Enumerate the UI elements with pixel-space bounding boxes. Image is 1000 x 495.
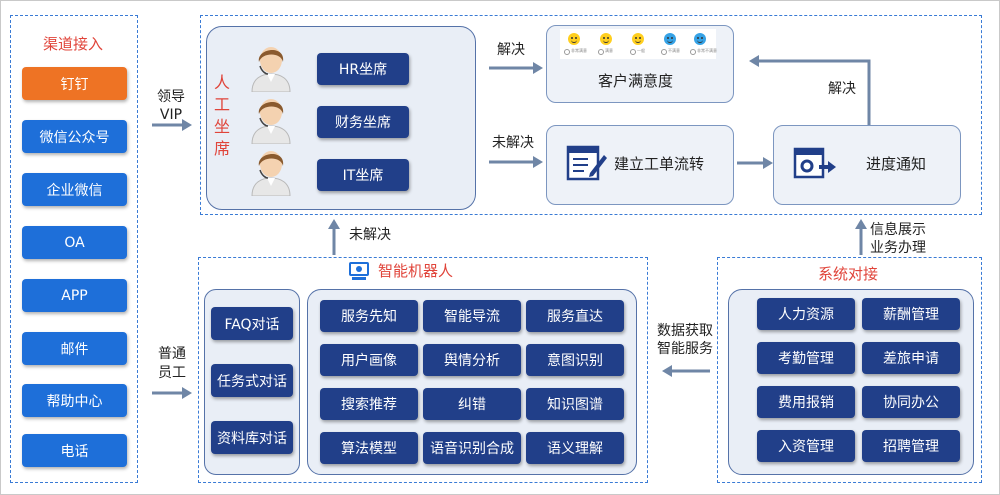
system-button[interactable]: 差旅申请 <box>862 342 960 374</box>
settings-arrow-icon <box>793 147 836 179</box>
capability-button[interactable]: 知识图谱 <box>526 388 624 420</box>
resolved-label: 解决 <box>497 42 525 58</box>
channel-help-center[interactable]: 帮助中心 <box>22 384 127 417</box>
seat-it-button[interactable]: IT坐席 <box>317 159 409 191</box>
kb-dialog-button[interactable]: 资料库对话 <box>211 421 293 454</box>
smiley-face-icon <box>568 33 580 45</box>
capability-button[interactable]: 语义理解 <box>526 432 624 464</box>
arrow-unresolved-up <box>328 219 340 255</box>
rating-radio[interactable] <box>598 49 604 55</box>
system-button[interactable]: 考勤管理 <box>757 342 855 374</box>
capability-button[interactable]: 语音识别合成 <box>423 432 521 464</box>
channel-email[interactable]: 邮件 <box>22 332 127 365</box>
human-agents-title: 人工坐席 <box>214 73 231 158</box>
agent-avatar-icon <box>251 151 291 196</box>
robot-panel <box>198 257 648 483</box>
channel-dingtalk[interactable]: 钉钉 <box>22 67 127 100</box>
task-dialog-button[interactable]: 任务式对话 <box>211 364 293 397</box>
system-button[interactable]: 协同办公 <box>862 386 960 418</box>
arrow-unresolved <box>489 156 543 168</box>
capability-button[interactable]: 意图识别 <box>526 344 624 376</box>
channels-title: 渠道接入 <box>43 35 104 53</box>
work-order-title: 建立工单流转 <box>614 155 705 173</box>
smiley-face-icon <box>600 33 612 45</box>
agent-avatar-icon <box>251 47 291 92</box>
faq-dialog-button[interactable]: FAQ对话 <box>211 307 293 340</box>
progress-title: 进度通知 <box>866 155 927 173</box>
system-button[interactable]: 入资管理 <box>757 430 855 462</box>
arrow-resolved <box>489 62 543 74</box>
face-caption: 非常满意 <box>571 48 587 53</box>
capability-button[interactable]: 算法模型 <box>320 432 418 464</box>
ordinary-staff-label: 普通员工 <box>158 346 186 381</box>
channel-app[interactable]: APP <box>22 279 127 312</box>
channel-phone[interactable]: 电话 <box>22 434 127 467</box>
capability-button[interactable]: 智能导流 <box>423 300 521 332</box>
face-caption: 非常不满意 <box>697 48 717 53</box>
face-caption: 满意 <box>605 48 613 53</box>
resolved-back-label: 解决 <box>828 81 856 97</box>
unhappy-face-icon <box>694 33 706 45</box>
seat-finance-button[interactable]: 财务坐席 <box>317 106 409 138</box>
capability-button[interactable]: 服务直达 <box>526 300 624 332</box>
capability-button[interactable]: 用户画像 <box>320 344 418 376</box>
arrow-data-fetch <box>662 365 710 377</box>
form-edit-icon <box>566 145 607 181</box>
smart-service-label: 智能服务 <box>657 341 713 357</box>
service-panel <box>200 15 982 215</box>
seat-hr-button[interactable]: HR坐席 <box>317 53 409 85</box>
capability-button[interactable]: 纠错 <box>423 388 521 420</box>
leader-vip-label: 领导VIP <box>157 89 185 123</box>
face-caption: 一般 <box>637 48 645 53</box>
channel-wecom[interactable]: 企业微信 <box>22 173 127 206</box>
capability-button[interactable]: 服务先知 <box>320 300 418 332</box>
capability-button[interactable]: 搜索推荐 <box>320 388 418 420</box>
face-caption: 不满意 <box>668 48 680 53</box>
arrow-resolved-back <box>749 55 871 125</box>
systems-title: 系统对接 <box>818 265 879 283</box>
system-button[interactable]: 薪酬管理 <box>862 298 960 330</box>
system-button[interactable]: 费用报销 <box>757 386 855 418</box>
rating-radio[interactable] <box>661 49 667 55</box>
systems-panel <box>717 257 982 483</box>
channel-oa[interactable]: OA <box>22 226 127 259</box>
robot-title: 智能机器人 <box>378 262 454 280</box>
robot-icon <box>349 262 369 280</box>
satisfaction-title: 客户满意度 <box>598 72 674 90</box>
info-display-label: 信息展示 <box>870 222 926 238</box>
arrow-to-progress <box>737 157 773 169</box>
system-button[interactable]: 人力资源 <box>757 298 855 330</box>
channel-wechat-official[interactable]: 微信公众号 <box>22 120 127 153</box>
arrow-info-display <box>855 219 867 255</box>
rating-radio[interactable] <box>564 49 570 55</box>
agent-avatar-icon <box>251 99 291 144</box>
capability-button[interactable]: 舆情分析 <box>423 344 521 376</box>
arrow-vip <box>152 119 192 131</box>
unresolved-label: 未解决 <box>492 135 534 151</box>
system-button[interactable]: 招聘管理 <box>862 430 960 462</box>
data-fetch-label: 数据获取 <box>657 323 713 339</box>
rating-radio[interactable] <box>630 49 636 55</box>
unresolved-up-label: 未解决 <box>349 227 391 243</box>
rating-radio[interactable] <box>690 49 696 55</box>
business-handle-label: 业务办理 <box>870 240 926 256</box>
unhappy-face-icon <box>664 33 676 45</box>
arrow-staff <box>152 387 192 399</box>
smiley-face-icon <box>632 33 644 45</box>
channels-panel <box>10 15 138 483</box>
